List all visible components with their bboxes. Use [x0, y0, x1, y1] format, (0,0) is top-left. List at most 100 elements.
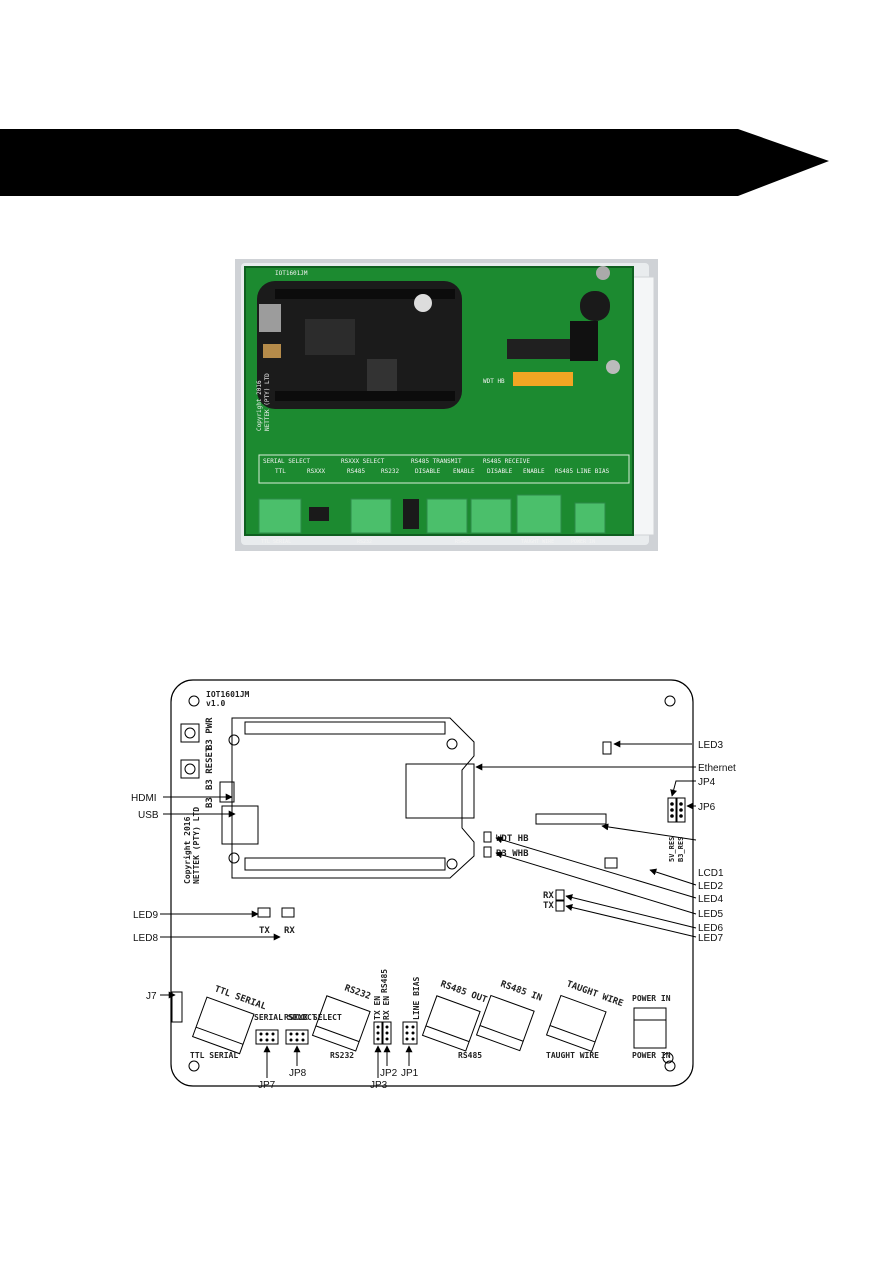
photo-label-line-bias: RS485 LINE BIAS	[555, 468, 610, 475]
silk-tx-right: TX	[543, 901, 554, 911]
photo-terminal-rs485-in	[470, 498, 512, 534]
silk-copyright: Copyright 2016	[182, 816, 192, 884]
pcb-outline	[170, 679, 694, 1087]
callout-led3: LED3	[698, 740, 723, 751]
photo-label-enable-2: ENABLE	[523, 468, 545, 475]
beaglebone-footprint	[231, 717, 475, 879]
callout-led4: LED4	[698, 894, 723, 905]
led5-footprint	[483, 846, 492, 858]
diagram-version: v1.0	[206, 699, 225, 708]
photo-conn-rs232: RS232	[357, 539, 372, 545]
photo-label-serial-select: SERIAL SELECT	[263, 458, 310, 465]
callout-jp8: JP8	[289, 1068, 307, 1079]
photo-beaglebone	[257, 281, 462, 409]
photo-conn-taught: TAUGHT WIRE	[521, 539, 554, 545]
board-photo: SERIAL SELECT TTL RSXXX RSXXX SELECT RS4…	[235, 259, 658, 551]
silk-tx-en: TX EN	[373, 996, 382, 1020]
silk-rx-left: RX	[284, 926, 295, 936]
silk-company: NETTEK (PTY) LTD	[192, 807, 201, 884]
callout-jp7: JP7	[258, 1080, 276, 1091]
silk-wdt-hb: WDT HB	[496, 834, 529, 844]
callout-usb: USB	[138, 810, 159, 821]
silk-b3-pwr: B3 PWR	[205, 717, 215, 750]
silk-rs232-bottom: RS232	[330, 1051, 354, 1060]
photo-terminal-rs232	[350, 498, 392, 534]
silk-b3-whb: B3 WHB	[496, 849, 529, 859]
header-p8	[244, 857, 446, 871]
silk-power-in-bottom: POWER IN	[632, 1051, 671, 1060]
callout-jp6: JP6	[698, 802, 716, 813]
usb-port	[221, 805, 259, 845]
silk-power-in-top: POWER IN	[632, 994, 671, 1003]
callout-led9: LED9	[133, 910, 158, 921]
photo-copyright: Copyright 2016	[256, 380, 263, 431]
led4-footprint	[483, 831, 492, 843]
header-banner	[0, 129, 829, 196]
led3-footprint	[602, 741, 612, 755]
silk-rx-right: RX	[543, 891, 554, 901]
silk-serial-select: SERIAL SELECT	[254, 1013, 317, 1022]
silk-5v-res: 5V_RES	[668, 837, 676, 862]
rs232-terminal	[311, 995, 371, 1052]
ethernet-jack	[405, 763, 475, 819]
led7-footprint	[555, 900, 565, 912]
callout-led2: LED2	[698, 881, 723, 892]
rs485-in-terminal	[475, 994, 535, 1052]
photo-terminal-ttl	[258, 498, 302, 534]
photo-company: NETTEK (PTY) LTD	[264, 373, 271, 431]
jp2-header	[382, 1021, 392, 1045]
silk-rs485-jp: RS485	[380, 969, 389, 993]
callout-led6: LED6	[698, 923, 723, 934]
photo-label-rs485-transmit: RS485 TRANSMIT	[411, 458, 462, 465]
photo-label-rs485-receive: RS485 RECEIVE	[483, 458, 530, 465]
photo-terminal-rs485-out	[426, 498, 468, 534]
silk-taught-wire-bottom: TAUGHT WIRE	[546, 1051, 599, 1060]
callout-jp3: JP3	[370, 1080, 388, 1091]
led6-footprint	[555, 889, 565, 901]
photo-label-wdt-hb: WDT HB	[483, 378, 505, 385]
photo-conn-ttl: TTL SERIAL	[261, 539, 291, 545]
silk-ttl-serial-bottom: TTL SERIAL	[190, 1051, 238, 1060]
photo-label-rs232: RS232	[381, 468, 399, 475]
callout-jp4: JP4	[698, 777, 716, 788]
silk-b3: B3	[205, 797, 215, 808]
callout-jp1: JP1	[401, 1068, 419, 1079]
photo-board-id: IOT1601JM	[275, 270, 308, 277]
power-in-terminal	[633, 1007, 667, 1049]
silk-rx-en: RX EN	[382, 996, 391, 1020]
jp3-header	[373, 1021, 383, 1045]
led8-footprint	[281, 907, 295, 918]
led2-footprint	[604, 857, 618, 869]
silk-rs485-bottom: RS485	[458, 1051, 482, 1060]
jp1-header	[402, 1021, 418, 1045]
photo-label-disable-1: DISABLE	[415, 468, 441, 475]
header-p9	[244, 721, 446, 735]
jp8-header	[285, 1029, 309, 1045]
callout-jp2: JP2	[380, 1068, 398, 1079]
board-layout-diagram: IOT1601JM v1.0 B3 PWR B3 RESET B3 Copyri…	[131, 679, 736, 1091]
diagram-board-id: IOT1601JM	[206, 690, 250, 699]
jp7-header	[255, 1029, 279, 1045]
photo-terminal-power-in	[574, 502, 606, 534]
callout-j7: J7	[146, 991, 157, 1002]
photo-label-disable-2: DISABLE	[487, 468, 513, 475]
callout-ethernet: Ethernet	[698, 763, 736, 774]
photo-label-rsxxx-select: RSXXX SELECT	[341, 458, 385, 465]
jp4-header	[667, 797, 677, 823]
jp6-header	[676, 797, 686, 823]
photo-label-rsxxx: RSXXX	[307, 468, 325, 475]
callout-arrows	[160, 740, 697, 1078]
ttl-serial-terminal	[191, 996, 255, 1055]
j7-header	[171, 991, 183, 1023]
callout-led5: LED5	[698, 909, 723, 920]
b3-pwr-button	[180, 723, 200, 743]
photo-label-enable-1: ENABLE	[453, 468, 475, 475]
photo-conn-rs485: RS485	[455, 539, 470, 545]
silk-line-bias: LINE BIAS	[412, 976, 421, 1020]
photo-label-rs485: RS485	[347, 468, 365, 475]
lcd1-connector	[535, 813, 607, 825]
silk-b3-reset: B3 RESET	[205, 746, 215, 790]
silk-tx-left: TX	[259, 926, 270, 936]
photo-conn-power: POWER IN	[571, 539, 595, 545]
callout-lcd1: LCD1	[698, 868, 724, 879]
